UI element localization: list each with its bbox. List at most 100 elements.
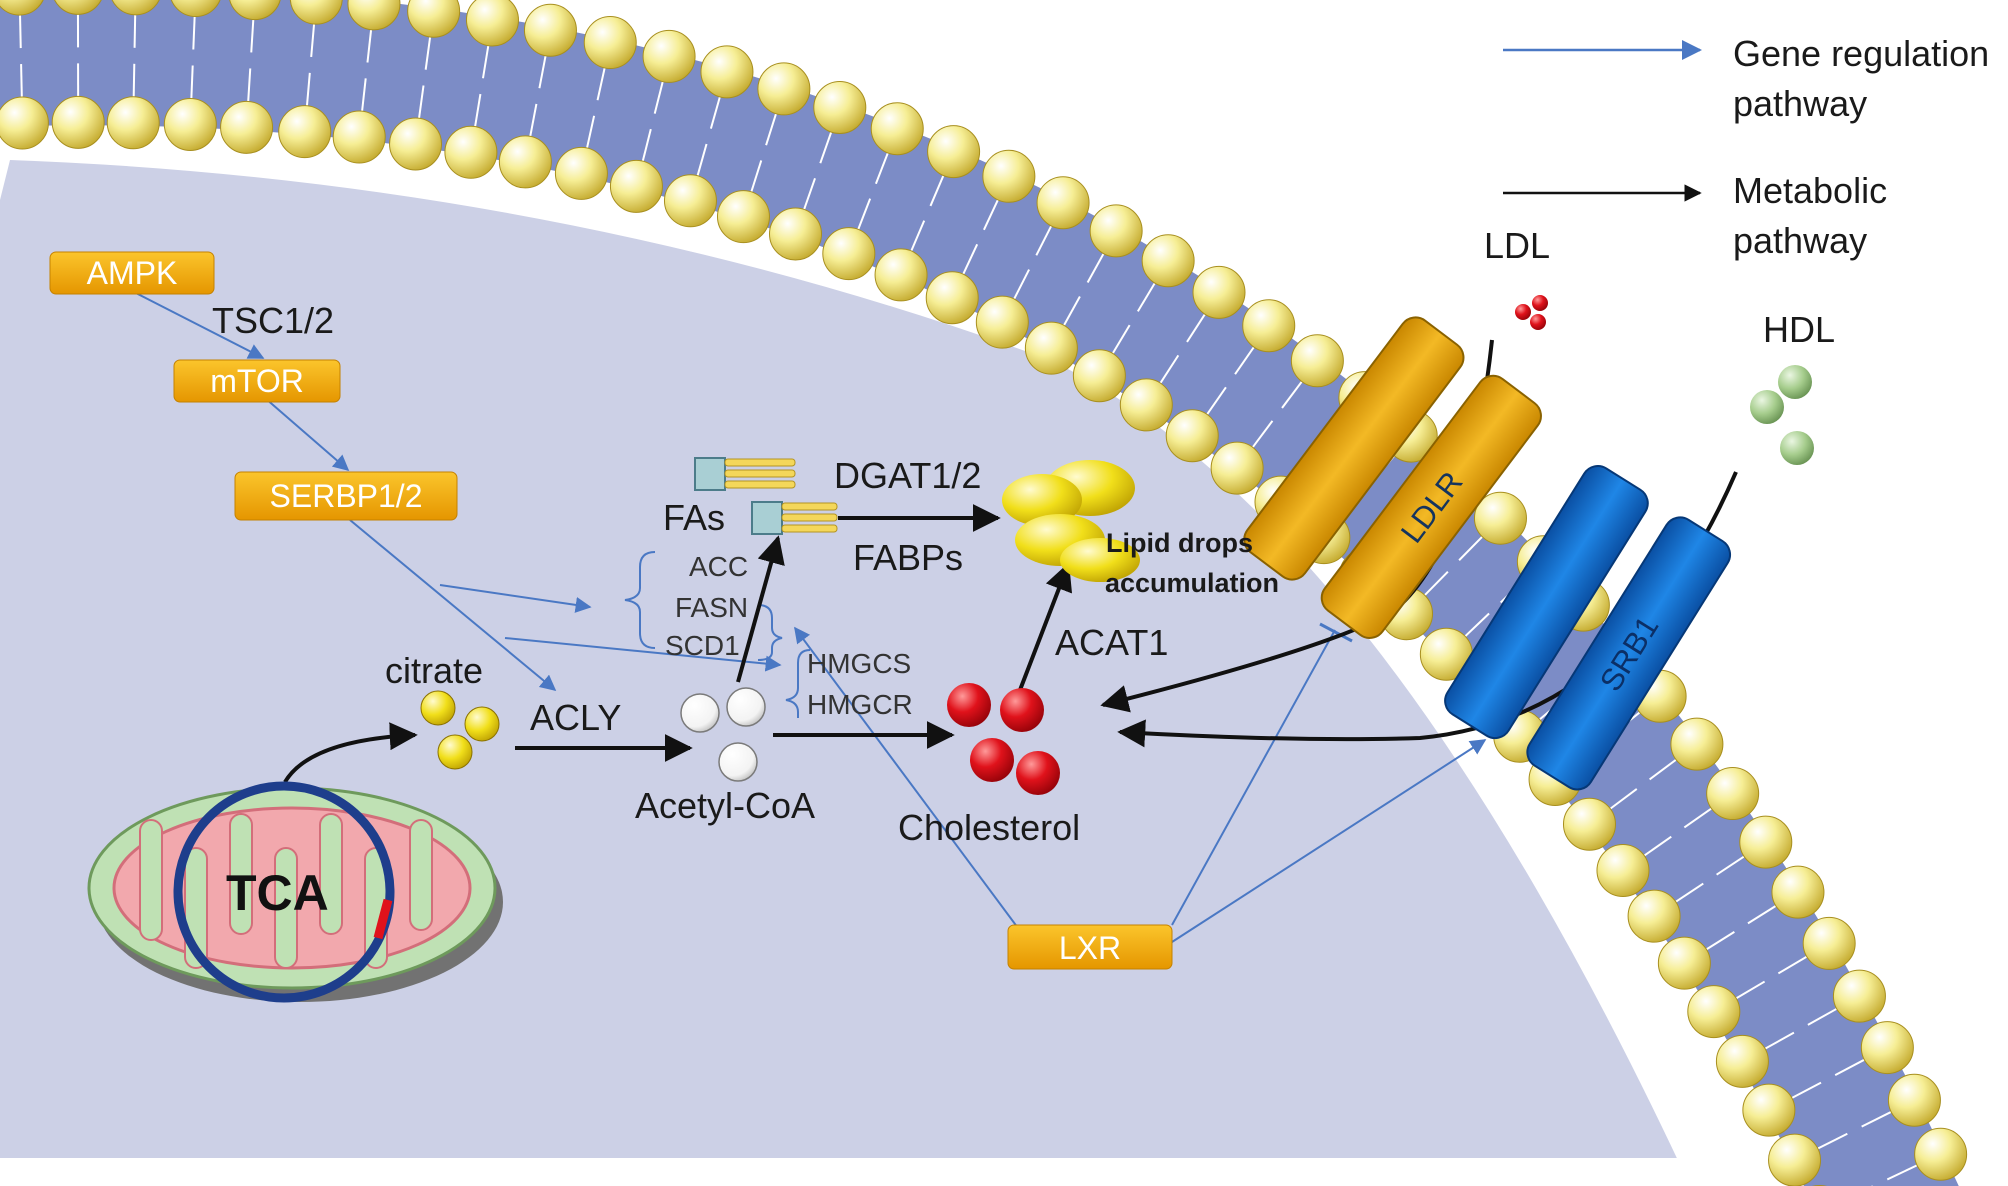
phospholipid-head [54, 0, 102, 15]
acetyl-coa-label: Acetyl-CoA [635, 785, 815, 826]
fabps-label: FABPs [853, 537, 963, 578]
ampk-to-mtor-arrow [129, 289, 265, 359]
fatty-acid-icon-1 [694, 457, 796, 491]
phospholipid-head [1687, 985, 1741, 1039]
lipid-droplets [1002, 460, 1140, 582]
lxr-box [1007, 924, 1173, 970]
lipid-tail [596, 64, 607, 101]
lipid-tail [929, 172, 946, 207]
lipid-tail [1458, 533, 1486, 561]
lipid-tail [1136, 279, 1158, 312]
lxr-label: LXR [1059, 930, 1121, 966]
lipid-tail [1814, 1132, 1848, 1151]
lipid-tail [653, 78, 665, 114]
lipid-tail [18, 12, 22, 49]
cholesterol-molecules [947, 683, 1060, 795]
acly-label: ACLY [530, 697, 621, 738]
acetyl-coa-molecules [680, 687, 766, 782]
citrate-molecules [420, 690, 500, 770]
phospholipid-head [554, 146, 608, 200]
lxr-inhibits-ldlr-line [1171, 629, 1336, 926]
phospholipid-head [1072, 349, 1126, 403]
hmg-bracket [785, 649, 811, 718]
phospholipid-head [1165, 409, 1219, 463]
tca-to-citrate-arrow [283, 722, 418, 784]
legend: Gene regulation pathway Metabolic pathwa… [1503, 33, 1989, 261]
lipid-tail [538, 52, 548, 89]
phospholipid-head [874, 248, 928, 302]
hmgcs-label: HMGCS [807, 648, 911, 679]
regulator-boxes: AMPK mTOR SERBP1/2 LXR [49, 251, 1173, 970]
lipid-tail [133, 11, 137, 48]
fasn-label: FASN [675, 592, 748, 623]
tca-cycle-marker [373, 898, 393, 940]
lipid-tail [1035, 222, 1054, 256]
lipid-tail [1733, 980, 1766, 1001]
phospholipid-head [444, 125, 498, 179]
legend-gene-label-2: pathway [1733, 83, 1867, 124]
phospholipid-head [1242, 299, 1296, 353]
phospholipid-head [870, 102, 924, 156]
lipid-tail [366, 26, 373, 63]
phospholipid-head [1715, 1034, 1769, 1088]
phospholipid-head [768, 207, 822, 261]
phospholipid-head [332, 110, 386, 164]
phospholipid-head [663, 174, 717, 228]
phospholipid-head [523, 3, 577, 57]
lipid-tail [1421, 570, 1449, 599]
lipid-tail [360, 78, 367, 115]
phospholipid-head [1657, 936, 1711, 990]
phospholipid-head [927, 125, 981, 179]
lipid-tail [1777, 954, 1810, 975]
serbp-to-fa-enzymes-arrow [439, 584, 592, 613]
phospholipid-head [1768, 1133, 1822, 1186]
tca-cycle-ring [173, 781, 395, 1003]
lipid-tail [1861, 1109, 1895, 1128]
lipid-tail [695, 143, 708, 179]
acetylcoa-to-fas-arrow [736, 535, 785, 683]
phospholipid-head [278, 105, 332, 159]
lipid-tail [417, 85, 425, 122]
phospholipid-head [229, 0, 281, 21]
phospholipid-head [1739, 815, 1793, 869]
phospholipid-head [498, 135, 552, 189]
lipid-tail [424, 33, 432, 70]
mtor-label: mTOR [210, 363, 304, 399]
srb1-receptor: SRB1 [1444, 465, 1732, 791]
phospholipid-head [163, 97, 217, 151]
lipid-tail [1807, 1006, 1840, 1026]
cholesterol-label: Cholesterol [898, 807, 1080, 848]
phospholipid-head [1860, 1021, 1914, 1075]
lipid-tail [1641, 835, 1672, 859]
phospholipid-head [465, 0, 519, 47]
lxr-to-fa-enzymes-arrow [794, 626, 1019, 929]
lipid-tail [1788, 1081, 1822, 1101]
phospholipid-head [716, 190, 770, 244]
bottom-margin [0, 1158, 2008, 1186]
lipid-tail [1157, 354, 1180, 387]
gene-regulation-arrows [129, 289, 1487, 943]
phospholipid-head [1089, 204, 1143, 258]
lipid-tail [192, 13, 196, 50]
phospholipid-head [1119, 378, 1173, 432]
phospholipid-head [51, 95, 105, 149]
lipid-tail [247, 68, 252, 105]
lipid-tail [819, 128, 834, 164]
lipid-tail [1716, 854, 1748, 876]
lipid-tail [765, 110, 778, 146]
phospholipid-head [1706, 767, 1760, 821]
mtor-box [173, 359, 341, 403]
serbp-label: SERBP1/2 [270, 478, 423, 514]
acat1-label: ACAT1 [1055, 622, 1168, 663]
phospholipid-head [1141, 234, 1195, 288]
phospholipid-head [111, 0, 160, 16]
lipid-tail [1462, 612, 1490, 640]
phospholipid-head [822, 227, 876, 281]
acc-label: ACC [689, 551, 748, 582]
lipid-tail [20, 64, 23, 101]
lipid-tail [481, 42, 490, 79]
ldl-particles [1515, 295, 1548, 330]
lipid-tail [1011, 269, 1030, 303]
ampk-box [49, 251, 215, 295]
lipid-tail [1061, 296, 1081, 329]
